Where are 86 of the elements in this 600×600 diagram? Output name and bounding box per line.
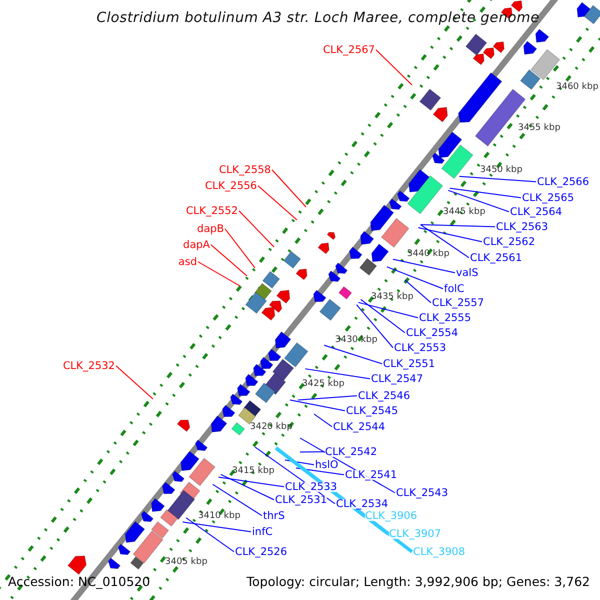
scale-label: 3435 kbp	[371, 292, 414, 302]
gene-label: CLK_2564	[510, 206, 562, 217]
gene-label: hslO	[315, 460, 338, 470]
leader-line	[296, 468, 344, 476]
leader-line	[212, 484, 262, 516]
gene-label: CLK_2542	[325, 446, 378, 457]
gene-label: CLK_2534	[336, 498, 388, 509]
leader-line	[358, 302, 418, 318]
scale-label: 3430 kbp	[335, 336, 378, 344]
gene-label: CLK_2556	[204, 180, 257, 191]
gene-label: CLK_2563	[496, 222, 548, 232]
gene-label: asd	[178, 256, 197, 267]
accession-text: Accession: NC_010520	[8, 576, 150, 588]
gene-label: CLK_3908	[413, 546, 466, 557]
leader-line	[186, 517, 234, 552]
leader-line	[116, 365, 154, 400]
gene-label: CLK_2533	[285, 482, 338, 492]
leader-line	[210, 244, 248, 276]
gene-label: CLK_2558	[218, 164, 271, 175]
gene-label: CLK_2541	[345, 470, 398, 480]
leader-line	[272, 169, 306, 208]
leader-line	[198, 261, 240, 286]
gene-label: CLK_2554	[406, 328, 458, 338]
gene-label: CLK_2562	[483, 236, 536, 247]
gene-label: CLK_2561	[470, 252, 522, 263]
gene-label: CLK_2565	[522, 192, 574, 203]
leader-line	[298, 395, 358, 400]
gene-label: CLK_2532	[62, 360, 115, 371]
leader-line	[290, 400, 346, 412]
leader-line	[182, 521, 252, 532]
gene-label: folC	[444, 284, 464, 294]
gene-label: CLK_3906	[365, 510, 418, 521]
gene-label: CLK_2544	[333, 422, 386, 432]
gene-label: CLK_2526	[235, 546, 288, 557]
gene-label: dapB	[197, 224, 224, 234]
leader-line	[449, 188, 522, 198]
gene-label: CLK_3907	[389, 528, 442, 539]
leader-line	[218, 476, 284, 488]
leader-line	[458, 176, 536, 182]
gene-label: infC	[252, 526, 273, 537]
gene-label: CLK_2567	[322, 44, 375, 55]
gene-label: CLK_2553	[394, 342, 446, 353]
scale-label: 3450 kbp	[480, 166, 522, 174]
gene-label: CLK_2543	[396, 488, 448, 498]
leader-line	[238, 210, 274, 248]
gene-label: CLK_2555	[419, 312, 472, 323]
leader-line	[324, 344, 382, 364]
leader-line	[284, 460, 314, 466]
leader-line	[448, 190, 510, 212]
leader-line	[404, 280, 432, 304]
scale-label: 3405 kbp	[165, 558, 208, 566]
gene-label: CLK_2551	[383, 358, 436, 369]
title: Clostridium botulinum A3 str. Loch Maree, complete genome	[96, 11, 540, 25]
leader-line	[300, 451, 324, 452]
scale-label: 3455 kbp	[518, 124, 560, 132]
leader-line	[356, 304, 394, 348]
leader-line	[420, 224, 496, 228]
scale-label: 3445 kbp	[443, 208, 486, 216]
leader-line	[220, 474, 274, 500]
leader-line	[420, 224, 470, 258]
scale-label: 3415 kbp	[232, 466, 274, 476]
scale-label: 3410 kbp	[198, 512, 240, 520]
leader-line	[304, 368, 370, 380]
leader-line	[224, 228, 256, 268]
gene-label: dapA	[183, 240, 210, 250]
gene-label: CLK_2531	[275, 494, 328, 505]
scale-label: 3460 kbp	[556, 82, 598, 92]
gene-label: thrS	[263, 510, 285, 521]
leader-line	[418, 227, 482, 242]
gene-label: valS	[456, 268, 478, 278]
leader-line	[392, 258, 456, 274]
gene-label: CLK_2545	[346, 406, 398, 416]
genome-summary-text: Topology: circular; Length: 3,992,906 bp; Genes: 3,762	[246, 576, 590, 588]
gene-label: CLK_2552	[186, 206, 238, 216]
gene-label: CLK_2547	[371, 374, 424, 384]
leader-line	[258, 185, 298, 220]
gene-label: CLK_2546	[358, 390, 410, 401]
scale-label: 3425 kbp	[302, 380, 344, 388]
leader-line	[360, 298, 406, 334]
scale-label: 3440 kbp	[407, 250, 450, 258]
leader-line	[314, 414, 332, 428]
gene-label: CLK_2566	[537, 176, 590, 187]
gene-label: CLK_2557	[432, 298, 484, 308]
scale-label: 3420 kbp	[250, 422, 292, 432]
leader-line	[386, 266, 444, 290]
leader-line	[376, 49, 412, 86]
